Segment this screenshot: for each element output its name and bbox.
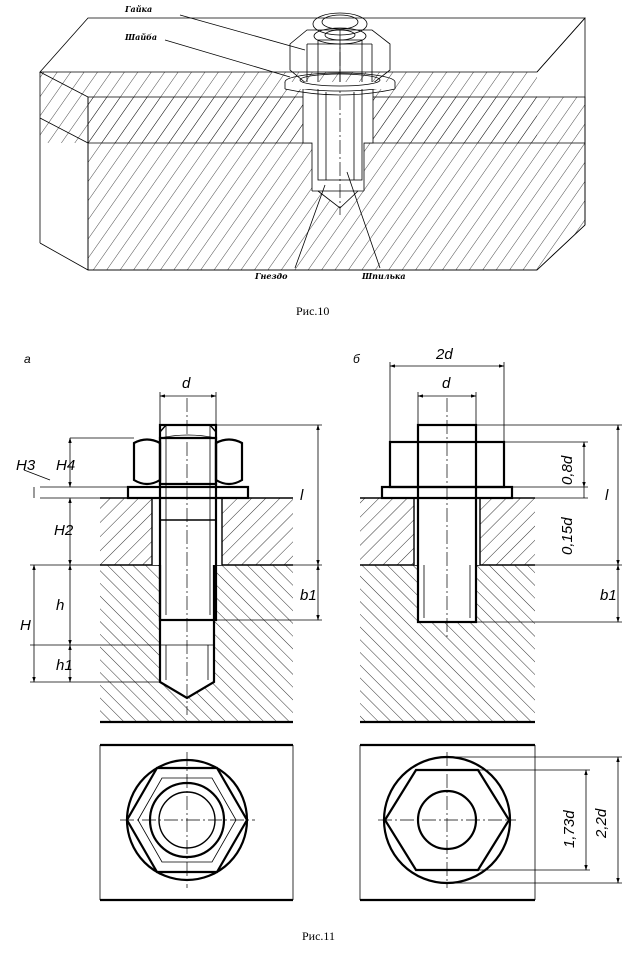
dim-b-2d: 2d [435, 346, 453, 363]
stud-leader [346, 171, 381, 269]
socket-leader [294, 184, 326, 269]
washer-a [126, 485, 250, 500]
label-stud: Шпилька [361, 271, 406, 281]
dim-a-d: d [182, 375, 191, 392]
nut-a-right [214, 438, 244, 486]
dim-b-2-2d: 2,2d [593, 808, 610, 839]
dim-a-H3: H3 [16, 457, 36, 474]
dim-b-d: d [442, 375, 451, 392]
view-b-letter: б [353, 352, 361, 366]
block-top-face [39, 17, 586, 73]
label-nut: Гайка [124, 4, 152, 14]
caption-fig11: Рис.11 [302, 929, 335, 943]
label-washer: Шайба [124, 32, 157, 42]
dim-a-b1: b1 [300, 587, 317, 604]
nut-a-left [132, 438, 162, 486]
dim-b-b1: b1 [600, 587, 617, 604]
dim-a-H: H [20, 617, 31, 634]
dim-a-H4: H4 [56, 457, 75, 474]
caption-fig10: Рис.10 [296, 304, 329, 318]
stud-top [312, 12, 368, 36]
dim-b-0-8d: 0,8d [559, 455, 576, 485]
dim-b-0-15d: 0,15d [559, 517, 576, 555]
nut [289, 29, 391, 85]
view-a-letter: а [24, 352, 31, 366]
figure-11-view-b: б 2d d [353, 346, 622, 902]
dim-b-l: l [605, 487, 609, 504]
dim-a-H2: H2 [54, 522, 74, 539]
dim-b-1-73d: 1,73d [561, 810, 578, 848]
plate-joint-left [39, 117, 89, 144]
dim-a-h1: h1 [56, 657, 73, 674]
dim-a-h: h [56, 597, 64, 614]
washer-leader [164, 39, 291, 78]
plan-b-hex-nut [383, 768, 511, 872]
figure-10: Гайка Шайба Гнездо Шпилька Рис.10 [39, 4, 586, 318]
figure-11-view-a: а d [16, 352, 322, 902]
nut-a-center [158, 436, 218, 486]
label-socket: Гнездо [254, 271, 288, 281]
dim-a-l: l [300, 487, 304, 504]
nut-leader [179, 14, 306, 51]
